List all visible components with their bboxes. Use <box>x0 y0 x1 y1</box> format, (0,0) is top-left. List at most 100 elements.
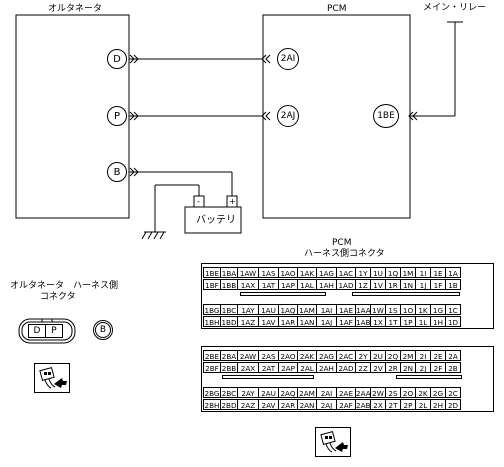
connector-pin: 2AD <box>336 362 356 373</box>
connector-pin: 2BE <box>203 350 221 361</box>
pcm-terminal-2ai: 2AI <box>277 48 299 70</box>
connector-pin: 2AM <box>297 387 317 398</box>
connector-pin: 1A <box>445 267 461 278</box>
connector-pin: 1AL <box>297 279 317 290</box>
connector-pin: 1AZ <box>237 316 259 327</box>
connector-pin: 2AK <box>297 350 317 361</box>
connector2-key-right <box>396 375 462 379</box>
alternator-title: オルタネータ <box>48 4 103 14</box>
connector-pin: 1G <box>430 304 446 315</box>
connector-pin: 2U <box>370 350 386 361</box>
connector-pin: 1AF <box>336 316 356 327</box>
connector-pin: 1AS <box>258 267 279 278</box>
connector-pin: 1BF <box>203 279 221 290</box>
connector-pin: 1K <box>415 304 431 315</box>
connector-view-icon-right <box>315 427 351 457</box>
connector-pin: 2V <box>370 362 386 373</box>
connector-pin: 2AJ <box>316 399 337 410</box>
battery-minus: - <box>197 197 200 206</box>
connector-pin: 2AE <box>336 387 356 398</box>
connector-pin: 2J <box>415 362 431 373</box>
connector-pin: 2AL <box>297 362 317 373</box>
connector-pin: 1BB <box>220 279 238 290</box>
connector-pin: 1AC <box>336 267 356 278</box>
connector-pin: 1AY <box>237 304 259 315</box>
connector-pin: 1AV <box>258 316 279 327</box>
connector-pin: 1AX <box>237 279 259 290</box>
connector-pin: 1AI <box>316 304 337 315</box>
connector-pin: 2AY <box>237 387 259 398</box>
connector-pin: 1J <box>415 279 431 290</box>
connector-pin: 1U <box>370 267 386 278</box>
connector-pin: 2R <box>385 362 401 373</box>
connector-pin: 1P <box>400 316 416 327</box>
connector-pin: 2BA <box>220 350 238 361</box>
connector-pin: 2BG <box>203 387 221 398</box>
connector-pin: 2AS <box>258 350 279 361</box>
connector-pin: 2AZ <box>237 399 259 410</box>
connector-pin: 1AN <box>297 316 317 327</box>
connector-pin: 1BD <box>220 316 238 327</box>
alternator-terminal-b: B <box>107 162 127 182</box>
connector-pin: 2E <box>430 350 446 361</box>
connector-pin: 2Z <box>355 362 371 373</box>
connector-pin: 1L <box>415 316 431 327</box>
connector-pin: 2AN <box>297 399 317 410</box>
battery-label: バッテリ <box>196 215 236 226</box>
connector-pin: 1O <box>400 304 416 315</box>
connector1-key-left <box>240 292 326 296</box>
alt-connector-subtitle: コネクタ <box>40 292 76 302</box>
connector-pin: 2S <box>385 387 401 398</box>
connector-pin: 2BB <box>220 362 238 373</box>
connector-pin: 1W <box>370 304 386 315</box>
connector-pin: 2F <box>430 362 446 373</box>
connector-pin: 1R <box>385 279 401 290</box>
connector-pin: 1Y <box>355 267 371 278</box>
connector-pin: 2D <box>445 399 461 410</box>
connector-pin: 2AQ <box>278 387 298 398</box>
connector-pin: 1V <box>370 279 386 290</box>
connector-pin: 2AV <box>258 399 279 410</box>
connector-pin: 2AU <box>258 387 279 398</box>
connector-pin: 1AT <box>258 279 279 290</box>
connector-pin: 1AW <box>237 267 259 278</box>
main-relay-label: メイン・リレー <box>423 3 487 13</box>
alt-connector-pin-d: D <box>29 325 46 337</box>
connector-plug-icon <box>39 367 67 389</box>
connector-pin: 1AJ <box>316 316 337 327</box>
connector-pin: 2BF <box>203 362 221 373</box>
connector-pin: 2N <box>400 362 416 373</box>
connector-pin: 1H <box>430 316 446 327</box>
connector-pin: 2L <box>415 399 431 410</box>
connector-pin: 2I <box>415 350 431 361</box>
connector-pin: 1BH <box>203 316 221 327</box>
connector-pin: 2AI <box>316 387 337 398</box>
connector-pin: 1I <box>415 267 431 278</box>
connector-pin: 2G <box>430 387 446 398</box>
pcm-terminal-1be: 1BE <box>373 104 399 128</box>
connector-pin: 1AA <box>355 304 371 315</box>
connector-pin: 1AU <box>258 304 279 315</box>
connector-pin: 2BH <box>203 399 221 410</box>
connector-pin: 1X <box>370 316 386 327</box>
connector-pin: 1BA <box>220 267 238 278</box>
connector-pin: 2T <box>385 399 401 410</box>
connector-pin: 2AA <box>355 387 371 398</box>
connector1-key-right <box>352 292 460 296</box>
connector-pin: 1AG <box>316 267 337 278</box>
connector-pin: 1E <box>430 267 446 278</box>
pcm-connector-1-frame <box>201 263 494 329</box>
connector-pin: 1AQ <box>278 304 298 315</box>
pcm-terminal-2aj: 2AJ <box>277 105 299 127</box>
connector-pin: 1D <box>445 316 461 327</box>
connector-pin: 2AF <box>336 399 356 410</box>
connector-pin: 2B <box>445 362 461 373</box>
connector-pin: 2BC <box>220 387 238 398</box>
connector-pin: 2A <box>445 350 461 361</box>
